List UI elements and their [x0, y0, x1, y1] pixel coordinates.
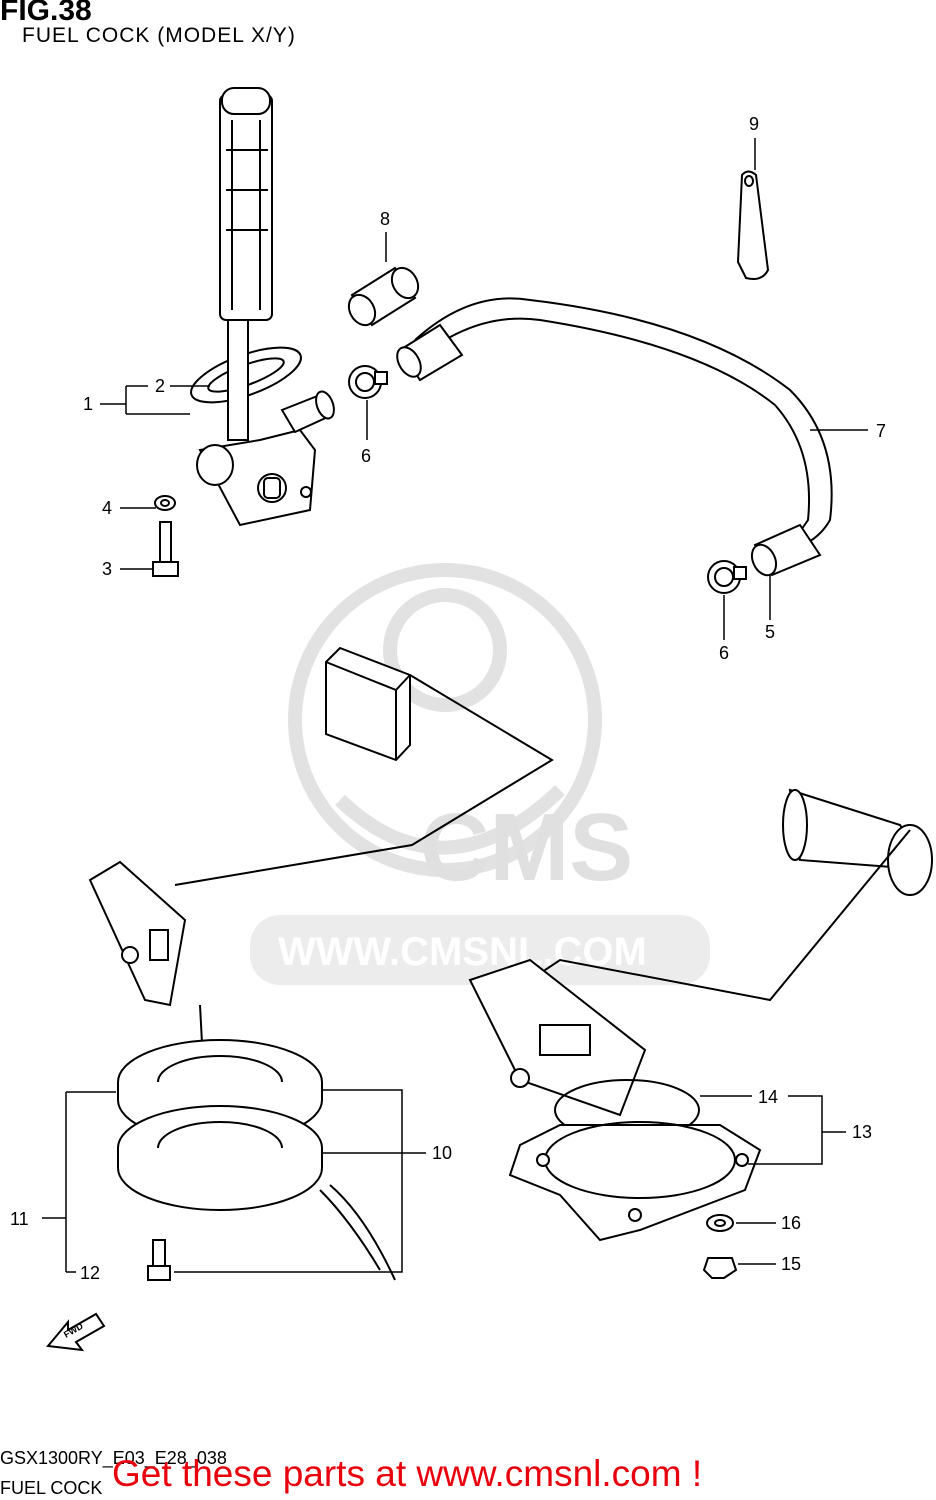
forward-arrow-icon	[46, 1312, 106, 1352]
callout-12: 12	[80, 1263, 100, 1283]
nut-part15	[702, 1257, 738, 1279]
callout-2: 2	[155, 376, 165, 396]
callout-3: 3	[102, 559, 112, 579]
hose-end-lower	[750, 523, 822, 577]
callout-numbers: 1 2 3 4 5 6 6 7 8 9 10 11 12 13 14 15 16	[10, 114, 886, 1283]
hose-end-upper	[396, 323, 464, 382]
clip-part6-upper	[348, 365, 388, 399]
callout-16: 16	[781, 1213, 801, 1233]
callout-15: 15	[781, 1254, 801, 1274]
callout-5: 5	[765, 622, 775, 642]
callout-1: 1	[83, 394, 93, 414]
figure-subtitle: FUEL COCK (MODEL X/Y)	[22, 24, 296, 47]
callout-9: 9	[749, 114, 759, 134]
plate-part11	[117, 1105, 396, 1281]
fuel-pump	[468, 788, 933, 1117]
hose-part7	[404, 297, 833, 566]
callout-11: 11	[10, 1209, 29, 1229]
callout-8: 8	[380, 209, 390, 229]
figure-label: FIG.38	[0, 0, 92, 27]
clip-part6-lower	[707, 560, 747, 594]
callout-14: 14	[758, 1087, 778, 1107]
callout-6-lower: 6	[719, 643, 729, 663]
callout-4: 4	[102, 498, 112, 518]
model-code: GSX1300RY_E03_E28_038	[0, 1448, 227, 1468]
fuel-level-gauge	[88, 646, 554, 1101]
get-parts-link[interactable]: Get these parts at www.cmsnl.com !	[112, 1453, 703, 1494]
watermark-url: WWW.CMSNL.COM	[278, 930, 647, 974]
cap-part8	[347, 266, 420, 327]
callout-6-upper: 6	[361, 446, 371, 466]
callout-13: 13	[852, 1122, 872, 1142]
callout-leaders	[42, 138, 868, 1273]
washer-part16	[706, 1214, 734, 1232]
fuel-cock-assembly	[190, 87, 335, 527]
callout-7: 7	[876, 421, 886, 441]
bolt-part3	[152, 521, 179, 577]
section-name: FUEL COCK	[0, 1478, 103, 1498]
cms-watermark	[250, 563, 710, 985]
watermark-brand: CMS	[420, 794, 633, 901]
pump-base-part13	[508, 1121, 762, 1242]
bolt-part12	[147, 1239, 171, 1281]
strap-part9	[736, 170, 770, 280]
callout-10: 10	[432, 1143, 452, 1163]
washer-part4	[154, 495, 176, 511]
